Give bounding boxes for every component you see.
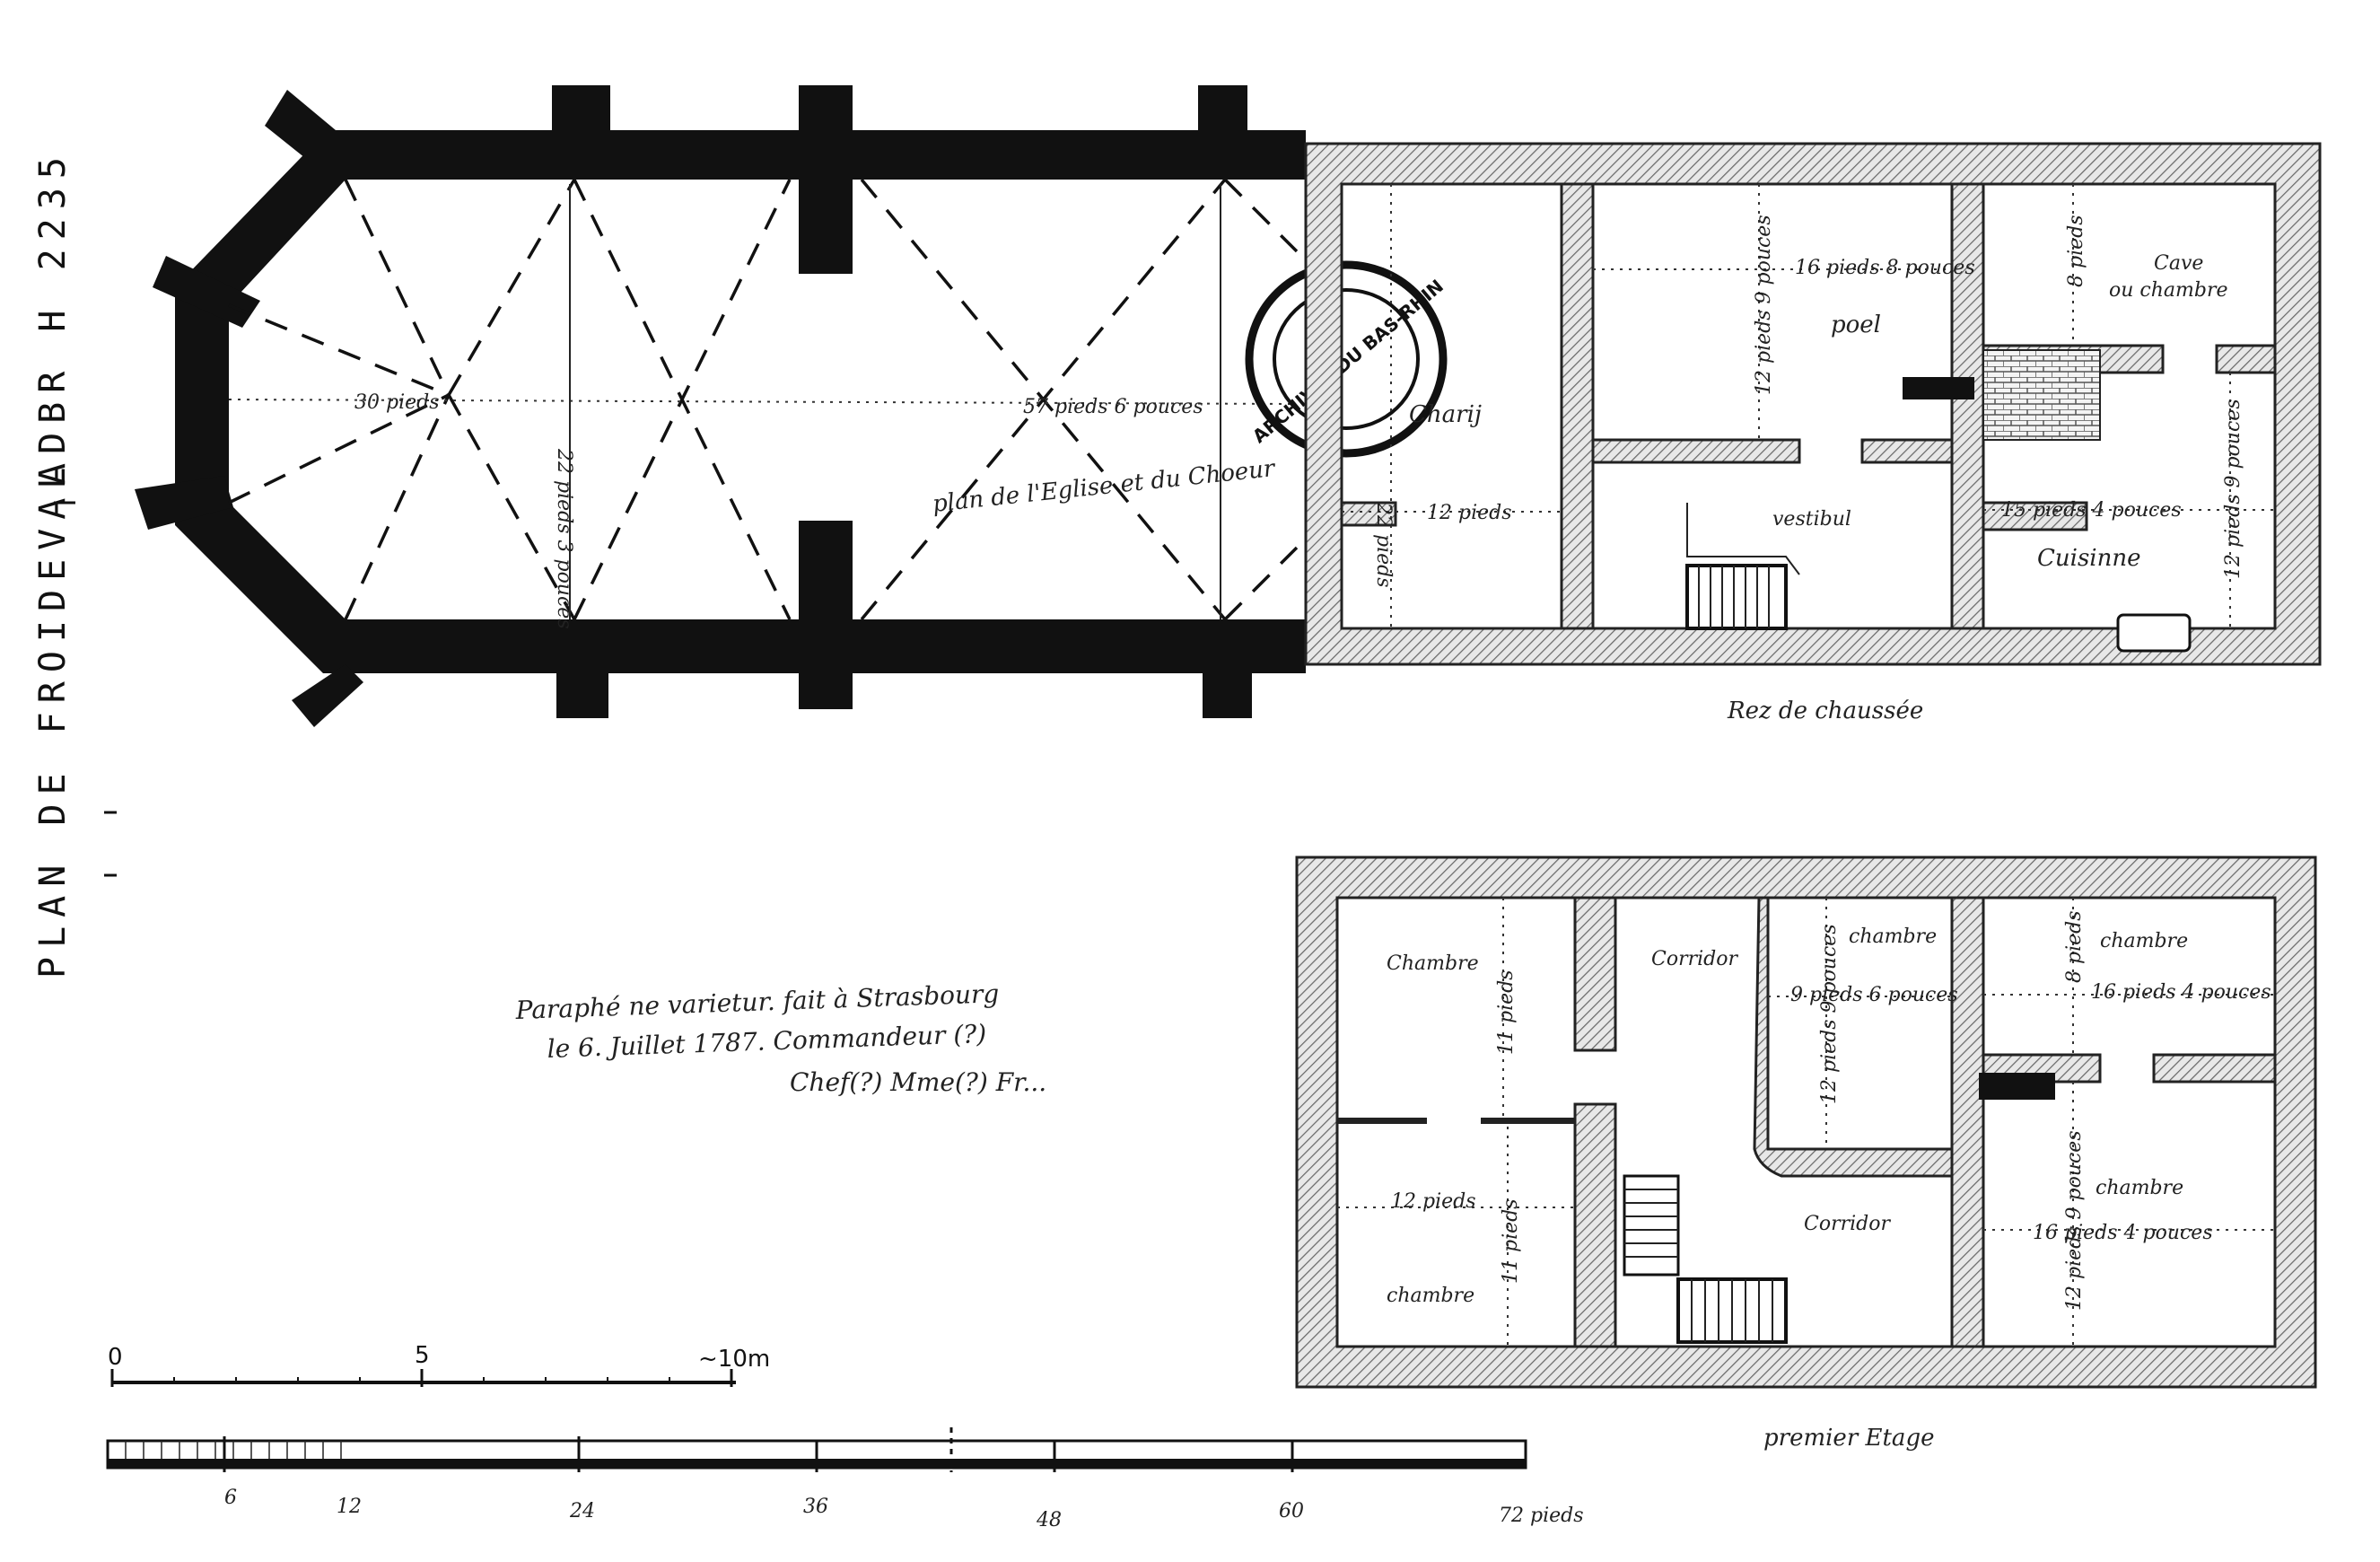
- scale-metric-label: ~10m: [698, 1346, 770, 1373]
- buttress: [135, 476, 233, 530]
- first-floor-plan: Chambre chambre Corridor Corridor chambr…: [1295, 856, 2317, 1452]
- scale-metric-label: 0: [108, 1344, 123, 1371]
- gf-dim-cave-h: 8 pieds: [2065, 215, 2087, 287]
- room-poel: poel: [1831, 312, 1881, 338]
- room-corridor-bottom: Corridor: [1804, 1213, 1891, 1235]
- scale-feet-label: 12: [337, 1496, 362, 1518]
- wall: [1340, 501, 1397, 527]
- gf-dim-depth-left: 12 pieds: [1427, 502, 1512, 524]
- ground-floor-plan: 22 pieds 12 pieds 16 pieds 8 pouces 12 p…: [1304, 142, 2322, 724]
- stove: [1979, 1073, 2055, 1100]
- note-line-2: le 6. Juillet 1787. Commandeur (?): [547, 1019, 987, 1064]
- scale-feet-label: 60: [1279, 1500, 1304, 1523]
- scale-feet-label: 72 pieds: [1499, 1505, 1584, 1527]
- wall: [1573, 1102, 1617, 1348]
- wall: [1753, 896, 1954, 1178]
- gf-dim-kitchen-h: 12 pieds 9 pouces: [2222, 399, 2244, 579]
- buttress: [153, 256, 260, 328]
- first-floor-stairs: [1623, 1174, 1788, 1344]
- room-charij: Charij: [1409, 401, 1482, 428]
- room-chambre-bl: chambre: [1387, 1285, 1474, 1307]
- wall: [1950, 182, 1985, 630]
- apse-wall: [175, 130, 1306, 673]
- wall: [1982, 501, 2088, 531]
- wall: [2215, 344, 2277, 374]
- note-line-1: Paraphé ne varietur. fait à Strasbourg: [514, 978, 1000, 1025]
- arch-wall: [799, 521, 853, 709]
- buttress: [556, 669, 608, 718]
- church-dim-nave: 57 pieds 6 pouces: [1023, 396, 1203, 418]
- ff-dim-tr-w: 16 pieds 4 pouces: [2091, 981, 2271, 1004]
- scale-major-ticks: [223, 1427, 1294, 1472]
- buttress: [552, 85, 610, 139]
- scale-feet-label: 36: [803, 1496, 828, 1518]
- scale-feet-label: 24: [569, 1500, 595, 1523]
- room-vestibul: vestibul: [1772, 508, 1851, 531]
- wall: [1573, 896, 1617, 1052]
- first-floor-caption: premier Etage: [1763, 1425, 1934, 1452]
- ff-dim-left-w: 12 pieds: [1391, 1190, 1476, 1213]
- scale-feet-label: 48: [1036, 1509, 1062, 1531]
- wall: [1950, 896, 1985, 1348]
- room-corridor-top: Corridor: [1651, 948, 1738, 970]
- room-chambre-br: chambre: [2096, 1177, 2183, 1199]
- buttress: [1203, 669, 1252, 718]
- arch-wall: [799, 85, 853, 274]
- church-title: plan de l'Eglise et du Choeur: [932, 455, 1278, 518]
- partition: [1481, 1118, 1575, 1124]
- church-dim-width: 22 pieds 3 pouces: [553, 448, 575, 629]
- church-dim-chevet: 30 pieds: [354, 391, 440, 414]
- scale-ticks: [173, 1377, 670, 1384]
- room-cave: Cave: [2154, 252, 2203, 275]
- buttress: [1198, 85, 1247, 139]
- scale-bar-feet: 6 12 24 36 48 60 72 pieds: [106, 1427, 1584, 1531]
- side-title: PLAN DE FROIDEVAL ADBR H 2235: [32, 148, 117, 978]
- room-chambre-mid: chambre: [1849, 926, 1937, 948]
- dim-line: [228, 399, 1293, 405]
- sink: [2116, 613, 2192, 653]
- scale-bar-metric: 0 5 ~10m: [108, 1342, 770, 1387]
- partition: [1337, 1118, 1427, 1124]
- ff-dim-left-h-top: 11 pieds: [1495, 970, 1518, 1056]
- ff-dim-br-h: 12 pieds 9 pouces: [2063, 1130, 2086, 1311]
- vault-lines: [228, 178, 1299, 621]
- wall: [1560, 182, 1595, 630]
- ground-floor-caption: Rez de chaussée: [1727, 698, 1923, 724]
- scale-subdivisions: [125, 1441, 342, 1459]
- buttress: [265, 90, 341, 162]
- ground-stairs: [1685, 503, 1800, 630]
- handwritten-note: Paraphé ne varietur. fait à Strasbourg l…: [514, 978, 1046, 1097]
- wall: [1591, 438, 1801, 464]
- church-plan: 30 pieds 22 pieds 3 pouces 57 pieds 6 po…: [135, 85, 1306, 727]
- stove: [1903, 377, 1974, 399]
- wall: [2152, 1053, 2277, 1084]
- ff-dim-mid-h: 12 pieds 9 pouces: [1818, 924, 1841, 1104]
- ff-dim-tr-h: 8 pieds: [2063, 910, 2086, 983]
- gf-dim-width-left: 22 pieds: [1372, 502, 1395, 588]
- ff-dim-br-w: 16 pieds 4 pouces: [2033, 1222, 2213, 1244]
- wall: [1860, 438, 1954, 464]
- ff-dim-mid-w: 9 pieds 6 pouces: [1790, 984, 1958, 1006]
- chimney: [1982, 349, 2101, 441]
- scale-metric-label: 5: [415, 1342, 430, 1369]
- buttress: [292, 664, 363, 727]
- note-line-3: Chef(?) Mme(?) Fr...: [790, 1067, 1046, 1097]
- gf-dim-poel-h: 12 pieds 9 pouces: [1753, 215, 1775, 395]
- side-title-left: PLAN DE FROIDEVAL: [32, 459, 74, 978]
- ff-dim-left-h-bottom: 11 pieds: [1500, 1199, 1522, 1285]
- gf-dim-poel-w: 16 pieds 8 pouces: [1795, 257, 1975, 279]
- scale-feet-label: 6: [224, 1487, 237, 1509]
- room-cuisinne: Cuisinne: [2037, 545, 2141, 572]
- gf-dim-kitchen-w: 15 pieds 4 pouces: [2001, 499, 2182, 522]
- room-chambre-tr: chambre: [2100, 930, 2188, 952]
- room-chambre-tl: Chambre: [1387, 952, 1479, 975]
- side-title-right: ADBR H 2235: [32, 148, 74, 485]
- room-cave-2: ou chambre: [2109, 279, 2228, 302]
